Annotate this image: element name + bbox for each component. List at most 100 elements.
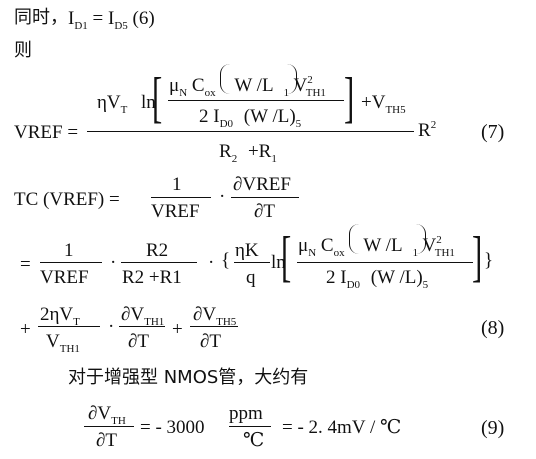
vth1-subscript: TH1 bbox=[305, 87, 326, 99]
tc-frac2-bar bbox=[231, 197, 299, 198]
eq7-paren-right bbox=[282, 64, 297, 94]
mu-symbol: μ bbox=[169, 75, 180, 96]
tc-dvref: ∂VREF bbox=[233, 174, 291, 195]
eq8-tag: (8) bbox=[481, 317, 505, 339]
dv-symbol: ∂V bbox=[121, 304, 145, 325]
wl-ratio: W /L bbox=[234, 75, 274, 96]
eq8-dt1: ∂T bbox=[128, 331, 149, 352]
cox-subscript: ox bbox=[204, 87, 216, 99]
two-id0: 2 I bbox=[199, 106, 220, 127]
exp-brace-open: { bbox=[221, 250, 231, 271]
line2-text: 则 bbox=[14, 40, 32, 61]
exp-right-bracket: ] bbox=[472, 226, 483, 288]
eq9-tag: (9) bbox=[481, 417, 505, 439]
eq8-frac1-bar bbox=[38, 326, 100, 327]
eq8-dvth5: ∂VTH5 bbox=[193, 304, 236, 328]
eq7-r2: R2 bbox=[418, 119, 437, 141]
eq9-deg: ℃ bbox=[243, 430, 265, 451]
tc-vref: VREF bbox=[151, 201, 200, 222]
tc-dt: ∂T bbox=[254, 201, 275, 222]
exp-r2r1: R2 +R1 bbox=[122, 267, 182, 288]
eq7-plus-vth5: +VTH5 bbox=[361, 92, 406, 116]
eq7-inner-fraction-bar bbox=[168, 100, 344, 101]
eq8-dt2: ∂T bbox=[200, 331, 221, 352]
exp-dot1: · bbox=[110, 252, 117, 273]
exp-frac1-bar bbox=[40, 262, 102, 263]
id0-subscript: D0 bbox=[346, 279, 361, 291]
eq7-ln: ln bbox=[141, 92, 156, 113]
dvth-subscript: TH bbox=[111, 415, 126, 427]
eq7-lhs: VREF = bbox=[14, 122, 79, 143]
dv-symbol: ∂V bbox=[88, 403, 112, 424]
r1-subscript: 1 bbox=[271, 153, 277, 165]
t-subscript: T bbox=[73, 316, 80, 328]
tc-one: 1 bbox=[172, 174, 182, 195]
id1-subscript: D1 bbox=[74, 20, 88, 32]
vth1-symbol: V bbox=[46, 331, 60, 352]
two-id0: 2 I bbox=[326, 267, 347, 288]
dv-symbol: ∂V bbox=[193, 304, 217, 325]
r2-subscript: 2 bbox=[231, 153, 238, 165]
plus-vth5: +V bbox=[361, 92, 386, 113]
wl5-ratio: (W /L) bbox=[243, 106, 296, 127]
eq9-frac1-bar bbox=[84, 426, 134, 427]
wl5-subscript: 5 bbox=[422, 279, 429, 291]
eq8-dvth1: ∂VTH1 bbox=[121, 304, 164, 328]
r2-superscript: 2 bbox=[430, 119, 437, 131]
id5-subscript: D5 bbox=[114, 20, 128, 32]
exp-eq: = bbox=[20, 254, 31, 275]
two-eta-v: 2ηV bbox=[40, 304, 74, 325]
exp-inner-denominator: 2 ID0 (W /L)5 bbox=[326, 267, 428, 291]
exp-one: 1 bbox=[64, 240, 74, 261]
exp-paren-right bbox=[411, 224, 426, 254]
cox-subscript: ox bbox=[333, 247, 345, 259]
eq8-frac3-bar bbox=[190, 326, 238, 327]
mu-subscript: N bbox=[308, 247, 317, 259]
exp-r2: R2 bbox=[146, 240, 169, 261]
eq7-tag: (7) bbox=[481, 121, 505, 143]
tc-frac1-bar bbox=[151, 197, 211, 198]
id5-symbol: I bbox=[108, 8, 115, 29]
vth1-superscript: 2 bbox=[307, 74, 313, 86]
exp-eta-k: ηK bbox=[235, 240, 259, 261]
exp-brace-close: } bbox=[484, 250, 494, 271]
wl5-ratio: (W /L) bbox=[370, 267, 423, 288]
eq7-right-bracket: ] bbox=[344, 67, 355, 129]
line-enh-text: 对于增强型 NMOS管，大约有 bbox=[68, 367, 309, 388]
eq8-plus2: + bbox=[172, 319, 183, 340]
wl-ratio: W /L bbox=[363, 235, 403, 256]
t-subscript: T bbox=[120, 104, 128, 116]
cox-symbol: C bbox=[320, 235, 334, 256]
equals-sign: = bbox=[92, 8, 104, 29]
eq7-main-fraction-bar bbox=[87, 131, 414, 132]
cox-symbol: C bbox=[191, 75, 205, 96]
id0-subscript: D0 bbox=[219, 118, 234, 130]
exp-frac2-bar bbox=[121, 262, 197, 263]
eq9-num: ∂VTH bbox=[88, 403, 126, 427]
r-symbol: R bbox=[219, 141, 232, 162]
exp-frac3-bar bbox=[234, 262, 270, 263]
eq9-ppm: ppm bbox=[229, 403, 263, 424]
exp-inner-fraction-bar bbox=[297, 262, 473, 263]
eq7-eta-vt: ηVT bbox=[97, 93, 127, 116]
line1-prefix: 同时， bbox=[14, 7, 68, 28]
r2-symbol: R bbox=[418, 120, 431, 141]
eq7-inner-denominator: 2 ID0 (W /L)5 bbox=[199, 106, 301, 130]
eq9-result: = - 2. 4mV / ℃ bbox=[282, 417, 402, 438]
exp-dot2: · bbox=[208, 252, 215, 273]
id1-symbol: I bbox=[68, 8, 75, 29]
eq8-vth1: VTH1 bbox=[46, 331, 80, 355]
dvth1-subscript: TH1 bbox=[144, 316, 165, 328]
eq8-frac2-bar bbox=[119, 326, 165, 327]
vth1-subscript: TH1 bbox=[59, 343, 80, 355]
wl5-subscript: 5 bbox=[295, 118, 302, 130]
exp-ln: ln bbox=[271, 252, 286, 273]
eq7-paren-left bbox=[220, 64, 235, 94]
eq7-left-bracket: [ bbox=[152, 67, 163, 129]
mu-symbol: μ bbox=[298, 235, 309, 256]
eq9-eq-3000: = - 3000 bbox=[140, 417, 205, 438]
exp-paren-left bbox=[349, 224, 364, 254]
exp-vref: VREF bbox=[40, 267, 89, 288]
